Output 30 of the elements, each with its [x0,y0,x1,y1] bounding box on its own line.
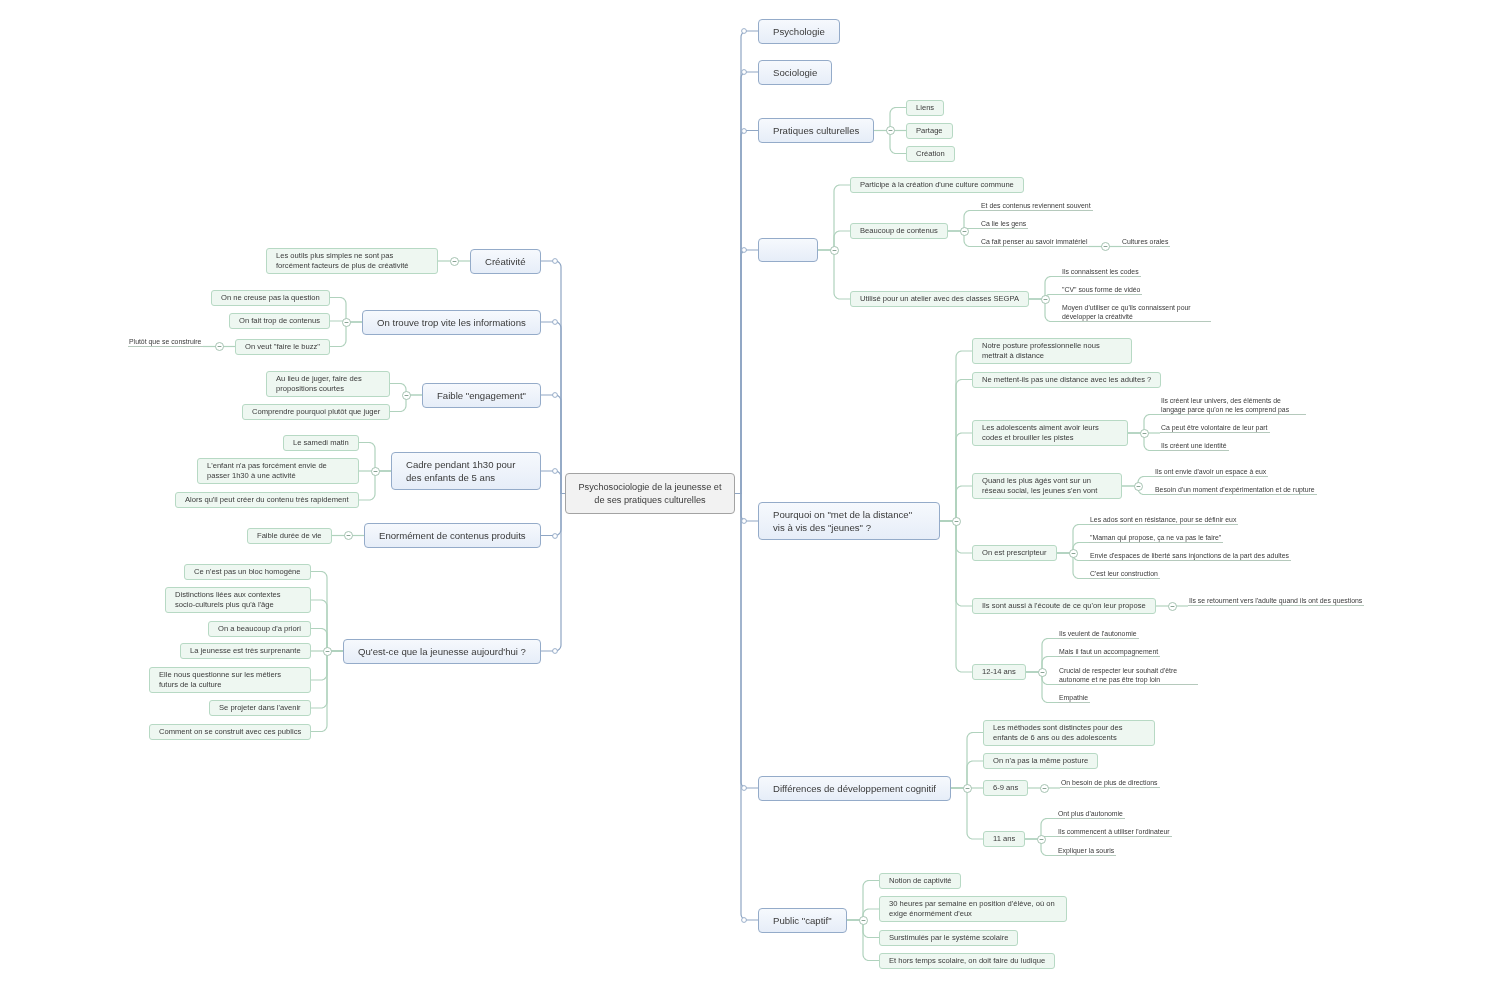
connector-line [1127,432,1161,452]
connector-line [1025,671,1059,704]
topic-box: Qu'est-ce que la jeunesse aujourd'hui ? [343,638,541,664]
topic-box: On trouve trop vite les informations [362,309,541,335]
topic-box: Sociologie [758,59,833,85]
topic-box: Pratiques culturelles [758,118,875,143]
topic-box: Différences de développement cognitif [758,775,952,801]
connector-line [358,470,392,501]
connector-line [437,260,471,262]
central-topic: Psychosociologie de la jeunesse et de ses pratiques culturelles [565,473,735,514]
connector-line [947,230,981,248]
topic-box: Psychologie [758,18,840,44]
connector-line [329,321,363,348]
connector-line [1027,787,1061,789]
connector-line [1088,245,1122,248]
topic-box: Créativité [470,248,541,274]
connector-line [817,249,851,300]
topic-box: Pourquoi on "met de la distance" vis à vis des "jeunes" ? [758,502,940,540]
connector-line [202,345,236,348]
connector-line [389,394,423,413]
topic-box: Cadre pendant 1h30 pour des enfants de 5 ans [391,452,541,490]
connector-line [1155,605,1189,607]
topic-box: Faible "engagement" [422,382,541,408]
connector-line [1028,298,1062,323]
connector-line [1121,485,1155,496]
connector-line [1024,838,1058,857]
connector-line [331,534,365,537]
topic-box: Enormément de contenus produits [364,523,541,548]
topic-box: Public "captif" [758,907,847,933]
topic-box [758,238,818,262]
